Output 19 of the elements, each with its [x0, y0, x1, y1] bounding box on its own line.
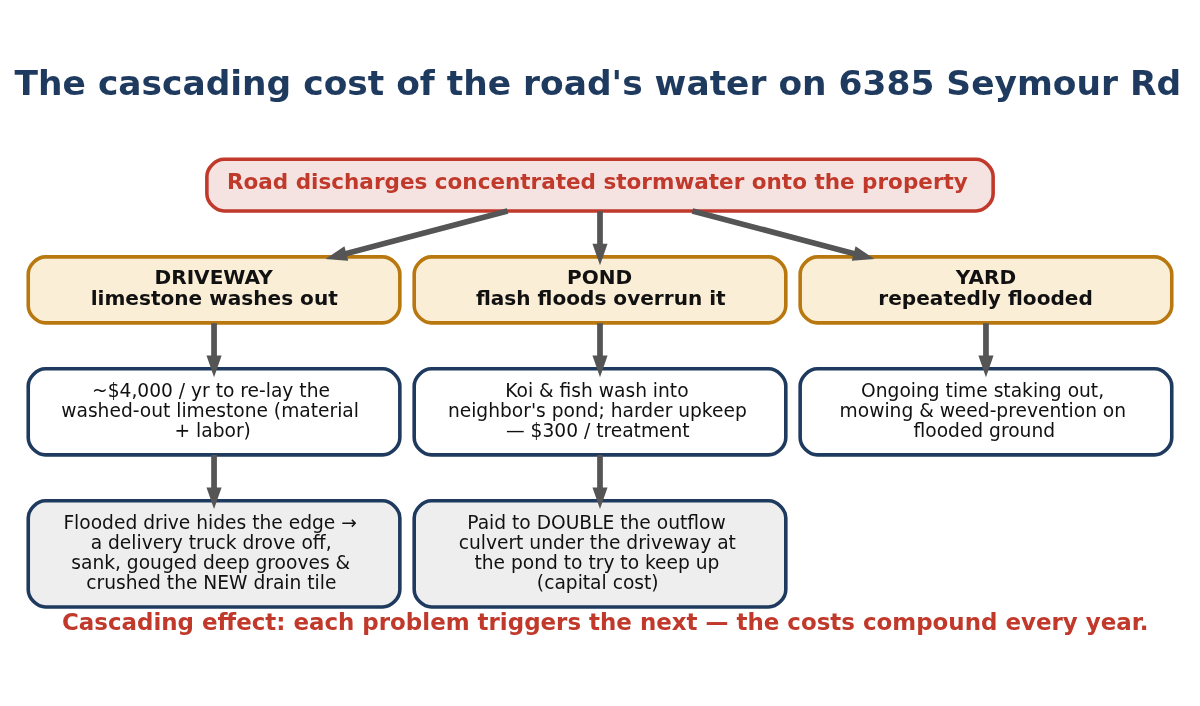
node-box: Paid to DOUBLE the outflow culvert under the driveway at the pond to try to keep up (capital cost): [412, 499, 788, 609]
arrow: [592, 455, 608, 510]
arrow: [325, 208, 509, 261]
node-box: YARD repeatedly flooded: [798, 255, 1174, 325]
diagram-title: The cascading cost of the road's water on 6385 Seymour Rd: [14, 63, 1182, 104]
node-box: POND flash floods overrun it: [412, 255, 788, 325]
arrow: [206, 323, 222, 378]
node-box: ~$4,000 / yr to re-lay the washed-out limestone (material + labor): [26, 367, 402, 457]
node-box: Ongoing time staking out, mowing & weed-prevention on flooded ground: [798, 367, 1174, 457]
node-box: DRIVEWAY limestone washes out: [26, 255, 402, 325]
arrow: [691, 208, 875, 261]
arrow: [592, 323, 608, 378]
arrow: [978, 323, 994, 378]
node-box: Road discharges concentrated stormwater onto the property: [205, 157, 995, 213]
node-box: Koi & fish wash into neighbor's pond; harder upkeep — $300 / treatment: [412, 367, 788, 457]
node-box: Flooded drive hides the edge → a delivery truck drove off, sank, gouged deep grooves & crushed the NEW drain tile: [26, 499, 402, 609]
arrow: [592, 211, 608, 266]
arrow: [206, 455, 222, 510]
caption: Cascading effect: each problem triggers the next — the costs compound every year.: [61, 608, 1149, 635]
